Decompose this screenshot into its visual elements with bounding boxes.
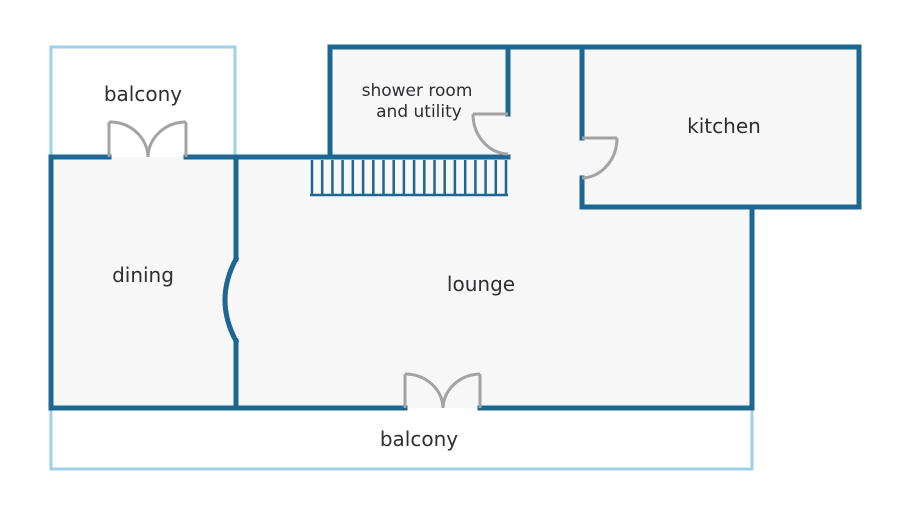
room-labels: balcony shower room and utility kitchen … — [104, 81, 761, 451]
shower-room-door — [471, 112, 509, 156]
balcony-outlines — [49, 45, 754, 471]
lounge-hall-floor — [236, 47, 752, 408]
shower-room-label-line2: and utility — [376, 102, 462, 122]
top-balcony-outline — [49, 45, 237, 157]
top-balcony-label: balcony — [104, 82, 182, 106]
kitchen-door — [581, 136, 619, 180]
top-balcony-door — [107, 120, 188, 158]
dining-floor — [51, 157, 236, 408]
shower-room-walls — [327, 44, 511, 160]
walls — [48, 44, 862, 411]
bottom-balcony-door — [403, 372, 482, 409]
kitchen-walls — [579, 44, 862, 210]
top-wall-left — [48, 154, 408, 411]
floor-fills — [51, 47, 859, 408]
kitchen-floor — [582, 47, 859, 207]
doors — [107, 112, 619, 409]
divider-arch — [222, 255, 240, 345]
bottom-balcony-outline — [49, 408, 754, 471]
lounge-label: lounge — [447, 272, 515, 296]
shower-room-label-line1: shower room — [362, 81, 473, 101]
dining-label: dining — [112, 263, 174, 287]
lounge-right-wall — [477, 204, 755, 411]
kitchen-label: kitchen — [687, 114, 761, 138]
bottom-balcony-label: balcony — [380, 427, 458, 451]
staircase — [310, 160, 508, 197]
